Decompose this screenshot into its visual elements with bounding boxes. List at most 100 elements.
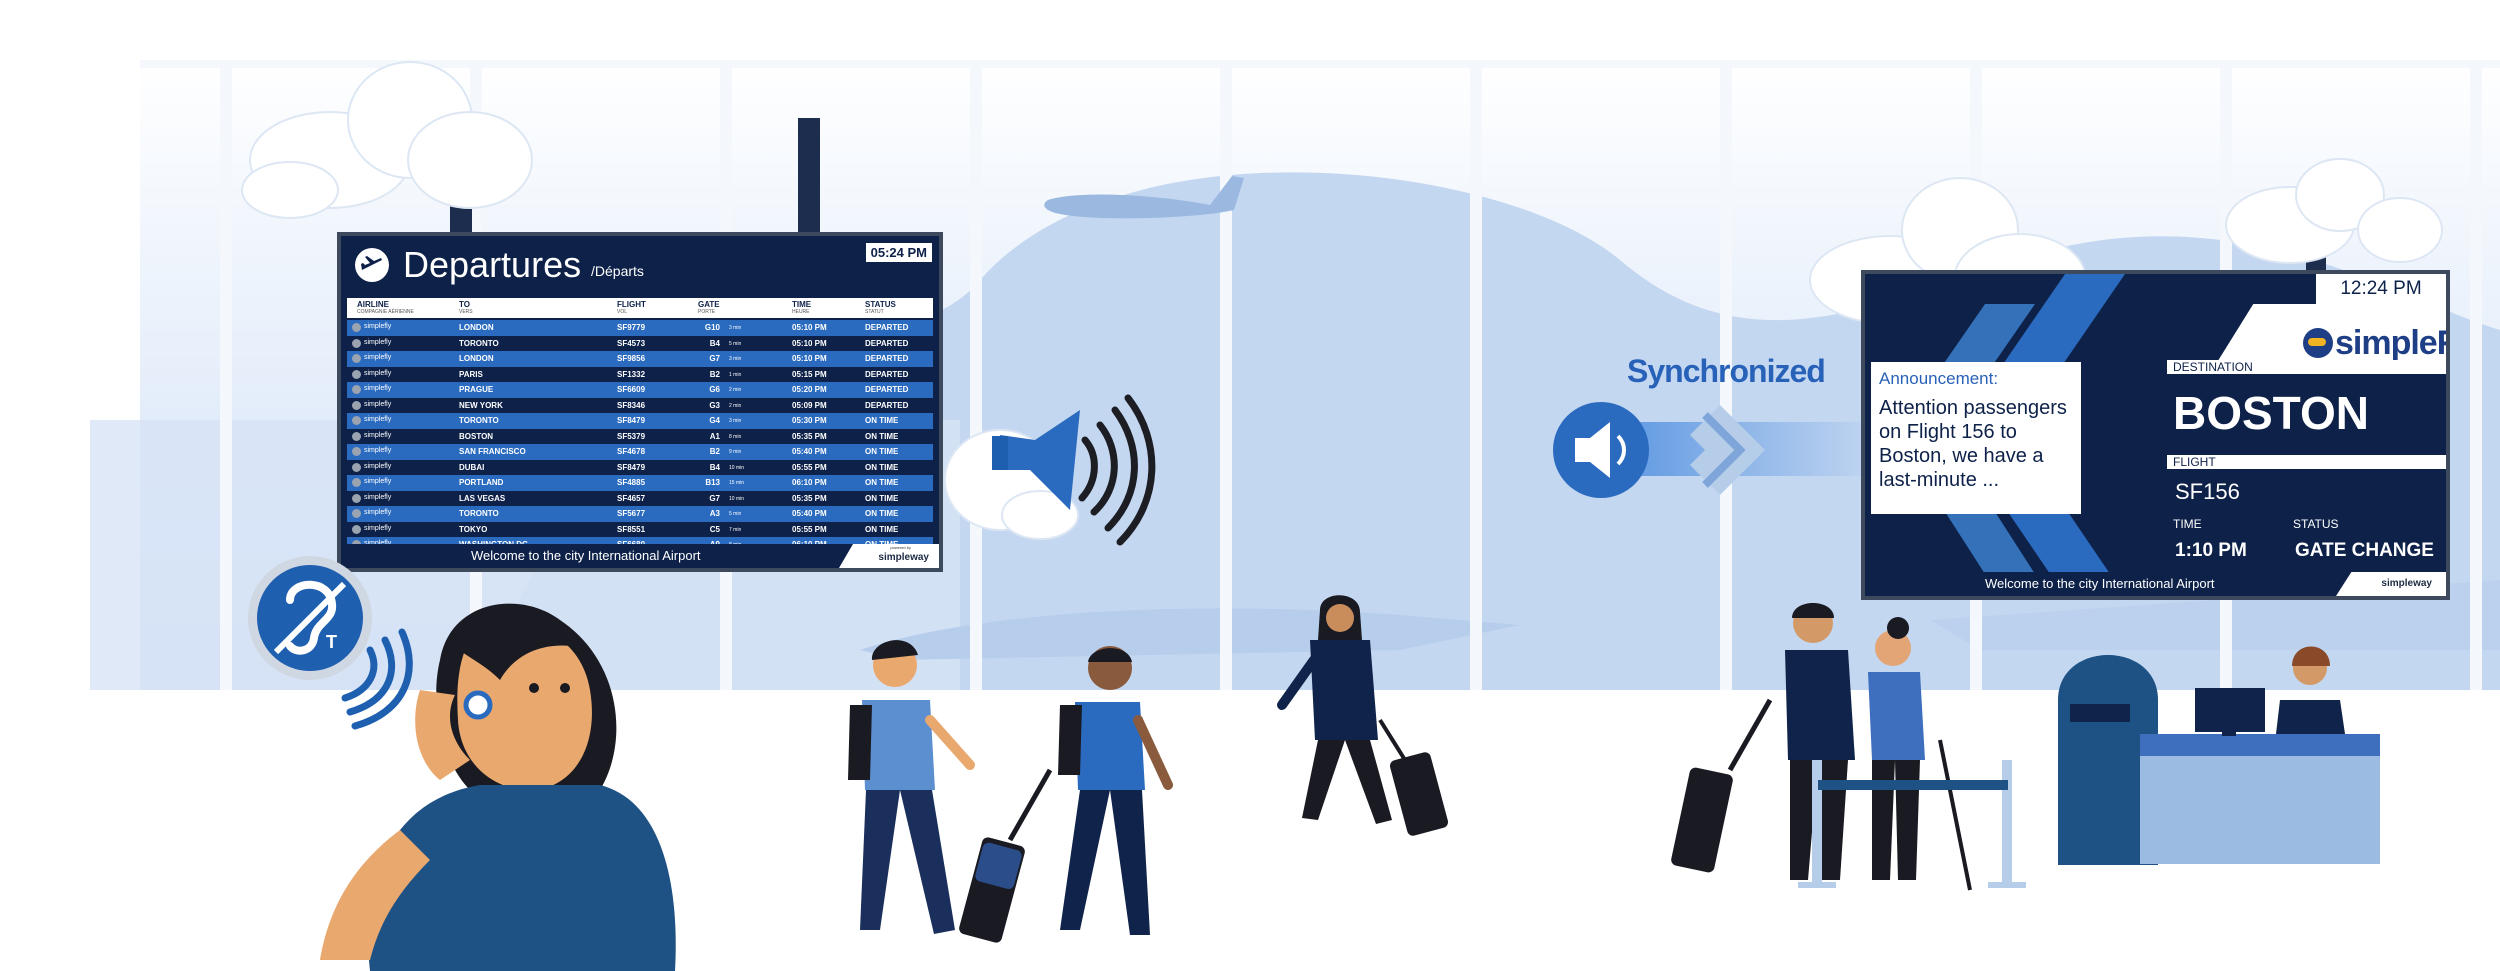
row-flight: SF5677 [617, 509, 646, 518]
airline-logo-icon [352, 354, 361, 363]
row-gate: G4 [709, 416, 720, 425]
departures-rows: simplefly LONDON SF9779 G10 3 min 05:10 PM DEP… [347, 320, 933, 553]
row-time: 05:30 PM [792, 416, 827, 425]
time-label: TIME [2173, 517, 2202, 531]
row-airline: simplefly [364, 400, 392, 408]
row-walk: 3 min [729, 325, 742, 331]
row-walk: 3 min [729, 418, 742, 424]
row-time: 05:40 PM [792, 509, 827, 518]
announcement-welcome-text: Welcome to the city International Airpor… [1985, 576, 2215, 591]
airline-logo-icon [352, 431, 361, 441]
row-flight: SF6609 [617, 385, 646, 394]
announcement-board: 12:24 PM simpleFly DESTINATION BOSTON FL… [1861, 270, 2450, 600]
row-gate: A3 [709, 509, 720, 518]
status-value: GATE CHANGE [2295, 540, 2434, 561]
row-airline: simplefly [364, 493, 392, 501]
row-to: SAN FRANCISCO [459, 447, 526, 456]
airline-name: simpleFly [2335, 324, 2446, 362]
board-clock: 05:24 PM [864, 242, 933, 263]
row-to: TORONTO [459, 416, 499, 425]
row-time: 05:09 PM [792, 400, 827, 410]
row-to: PORTLAND [459, 478, 504, 487]
row-airline: simplefly [364, 431, 392, 439]
row-flight: SF1332 [617, 369, 646, 379]
announcement-footer: Welcome to the city International Airpor… [1865, 572, 2446, 596]
row-flight: SF4885 [617, 478, 646, 487]
flight-value: SF156 [2175, 479, 2240, 504]
row-to: TORONTO [459, 509, 499, 518]
row-walk: 7 min [729, 526, 742, 533]
row-walk: 10 min [729, 464, 745, 471]
row-status: ON TIME [865, 509, 899, 518]
row-gate: G10 [704, 323, 720, 332]
row-flight: SF8551 [617, 524, 646, 534]
airline-logo-icon [352, 447, 361, 456]
airline-logo-icon [352, 369, 361, 379]
row-flight: SF9856 [617, 354, 646, 363]
airline-logo-icon [352, 524, 361, 534]
row-gate: B2 [709, 369, 720, 379]
row-status: ON TIME [865, 416, 899, 425]
airline-logo-icon [352, 400, 361, 410]
row-flight: SF4657 [617, 493, 646, 503]
row-airline: simplefly [364, 338, 392, 346]
row-status: ON TIME [865, 431, 899, 441]
row-gate: B4 [709, 462, 720, 472]
simpleway-logo: powered by simpleway [839, 544, 939, 568]
row-walk: 5 min [729, 340, 742, 347]
row-time: 06:10 PM [792, 478, 827, 487]
airline-logo-icon [352, 493, 361, 503]
row-time: 05:55 PM [792, 462, 827, 472]
airline-logo-icon [352, 478, 361, 487]
row-to: PARIS [459, 369, 483, 379]
announcement-message: Announcement: Attention passengers on Fl… [1871, 362, 2081, 514]
board-footer: Welcome to the city International Airpor… [341, 544, 939, 568]
airline-logo-icon [352, 416, 361, 425]
row-gate: A1 [709, 431, 720, 441]
row-gate: G3 [709, 400, 720, 410]
airline-logo-icon [352, 509, 361, 518]
airline-logo-icon [352, 323, 361, 332]
row-flight: SF8479 [617, 416, 646, 425]
row-status: ON TIME [865, 462, 899, 472]
row-gate: G7 [709, 354, 720, 363]
announcement-text: Attention passengers on Flight 156 to Bo… [1879, 397, 2067, 491]
row-status: DEPARTED [865, 400, 909, 410]
destination-value: BOSTON [2173, 387, 2369, 439]
row-walk: 1 min [729, 371, 742, 378]
row-to: TOKYO [459, 524, 488, 534]
row-to: LONDON [459, 323, 494, 332]
row-status: ON TIME [865, 447, 899, 456]
board-title-french: /Départs [591, 263, 644, 279]
row-time: 05:55 PM [792, 524, 827, 534]
row-time: 05:10 PM [792, 338, 827, 348]
row-airline: simplefly [364, 540, 391, 547]
row-time: 05:10 PM [792, 354, 827, 363]
row-gate: G7 [709, 493, 720, 503]
row-status: DEPARTED [865, 369, 909, 379]
flight-label-bar: FLIGHT [2167, 455, 2446, 469]
time-status-label-bar: TIME STATUS [2167, 517, 2446, 531]
row-flight: SF8479 [617, 462, 646, 472]
row-walk: 9 min [729, 449, 742, 455]
brand-text: simpleway [878, 552, 929, 563]
row-status: DEPARTED [865, 338, 909, 348]
row-airline: simplefly [364, 447, 392, 454]
row-flight: SF9779 [617, 323, 646, 332]
row-status: ON TIME [865, 478, 899, 487]
